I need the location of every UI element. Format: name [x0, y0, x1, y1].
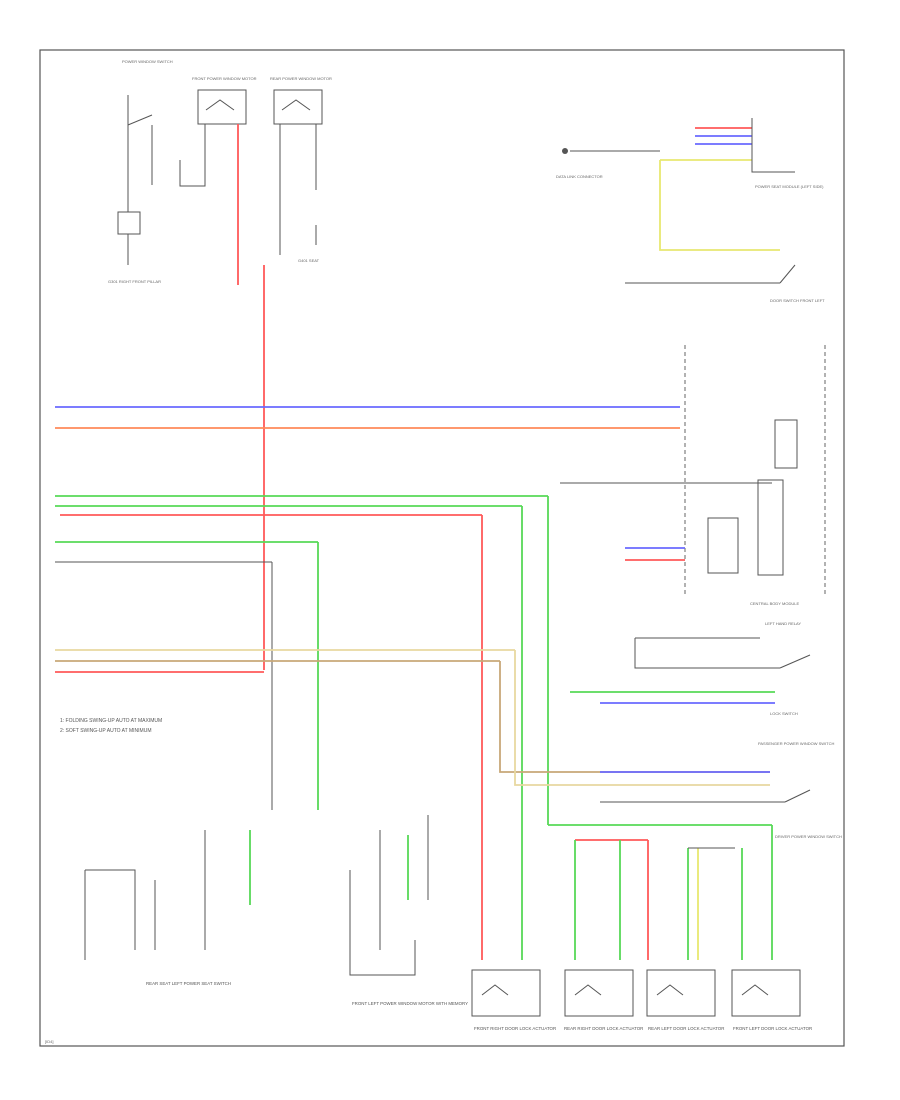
right-upper-group: DATA LINK CONNECTOR POWER SEAT MODULE (L… [556, 118, 825, 303]
bus-group [55, 406, 773, 960]
relay-wire [634, 638, 780, 669]
central-module-group: CENTRAL BODY MODULE [560, 345, 826, 606]
lock-contact [779, 654, 811, 669]
tan-route-a [499, 661, 770, 773]
module-bracket [751, 118, 795, 173]
bl-wire-2 [85, 869, 136, 950]
bl-motor-frame [349, 870, 416, 976]
motor-m2-label: REAR RIGHT DOOR LOCK ACTUATOR [564, 1026, 643, 1031]
bottom-left-1-label: REAR SEAT LEFT POWER SEAT SWITCH [146, 981, 231, 986]
top-switch-a-label: POWER WINDOW SWITCH [122, 59, 173, 64]
top-switch-group: POWER WINDOW SWITCH FRONT POWER WINDOW M… [108, 59, 332, 284]
motor-b-wire [179, 124, 206, 187]
motor-m2-switch [574, 984, 602, 996]
motor-m1-label: FRONT RIGHT DOOR LOCK ACTUATOR [474, 1026, 556, 1031]
bottom-left-2-label: FRONT LEFT POWER WINDOW MOTOR WITH MEMOR… [352, 1001, 468, 1006]
right-middle-group: LEFT HAND RELAY LOCK SWITCH PASSENGER PO… [570, 621, 842, 839]
motor-c-switch [281, 99, 311, 111]
passenger-switch-label: PASSENGER POWER WINDOW SWITCH [758, 741, 834, 746]
lh-relay-label: LEFT HAND RELAY [765, 621, 801, 626]
lock-switch-label: LOCK SWITCH [770, 711, 798, 716]
motor-b-switch [205, 99, 235, 111]
ground-b-label: G401 SEAT [298, 258, 320, 263]
module-box-a [774, 419, 798, 469]
ground-a-label: G301 RIGHT FRONT PILLAR [108, 279, 161, 284]
bottom-motors-group: FRONT RIGHT DOOR LOCK ACTUATOR REAR RIGH… [471, 840, 812, 1031]
connector-dot [562, 148, 568, 154]
driver-switch-label: DRIVER POWER WINDOW SWITCH [775, 834, 842, 839]
right-module-label: POWER SEAT MODULE (LEFT SIDE) [755, 184, 824, 189]
footer-code: [ID4] [45, 1039, 53, 1044]
passenger-contact [784, 789, 811, 803]
central-module-label: CENTRAL BODY MODULE [750, 601, 799, 606]
notes-group: 1: FOLDING SWING-UP AUTO AT MAXIMUM 2: S… [60, 718, 162, 734]
tan-route-b [514, 650, 770, 786]
motor-m3-label: REAR LEFT DOOR LOCK ACTUATOR [648, 1026, 724, 1031]
door-switch-label: DOOR SWITCH FRONT LEFT [770, 298, 825, 303]
motor-m4-label: FRONT LEFT DOOR LOCK ACTUATOR [733, 1026, 812, 1031]
note-1: 1: FOLDING SWING-UP AUTO AT MAXIMUM [60, 718, 162, 724]
top-relay-box [117, 211, 141, 235]
motor-m3-switch [656, 984, 684, 996]
switch-a-contact [127, 95, 153, 126]
yellow-loop [659, 160, 780, 251]
module-box-b [707, 517, 739, 574]
motor-c-box [273, 89, 323, 125]
top-switch-c-label: REAR POWER WINDOW MOTOR [270, 76, 332, 81]
red-wire-group [55, 124, 649, 960]
motor-m4-switch [741, 984, 769, 996]
right-connector-label: DATA LINK CONNECTOR [556, 174, 603, 179]
module-box-c [757, 479, 784, 576]
diagram-frame [39, 49, 845, 1047]
motor-b-box [197, 89, 247, 125]
bottom-left-group: REAR SEAT LEFT POWER SEAT SWITCH FRONT L… [84, 815, 468, 1006]
motor-m1-switch [481, 984, 509, 996]
door-switch-contact [779, 264, 796, 284]
note-2: 2: SOFT SWING-UP AUTO AT MINIMUM [60, 728, 152, 734]
motor-m3-box [646, 969, 716, 1017]
top-switch-b-label: FRONT POWER WINDOW MOTOR [192, 76, 257, 81]
